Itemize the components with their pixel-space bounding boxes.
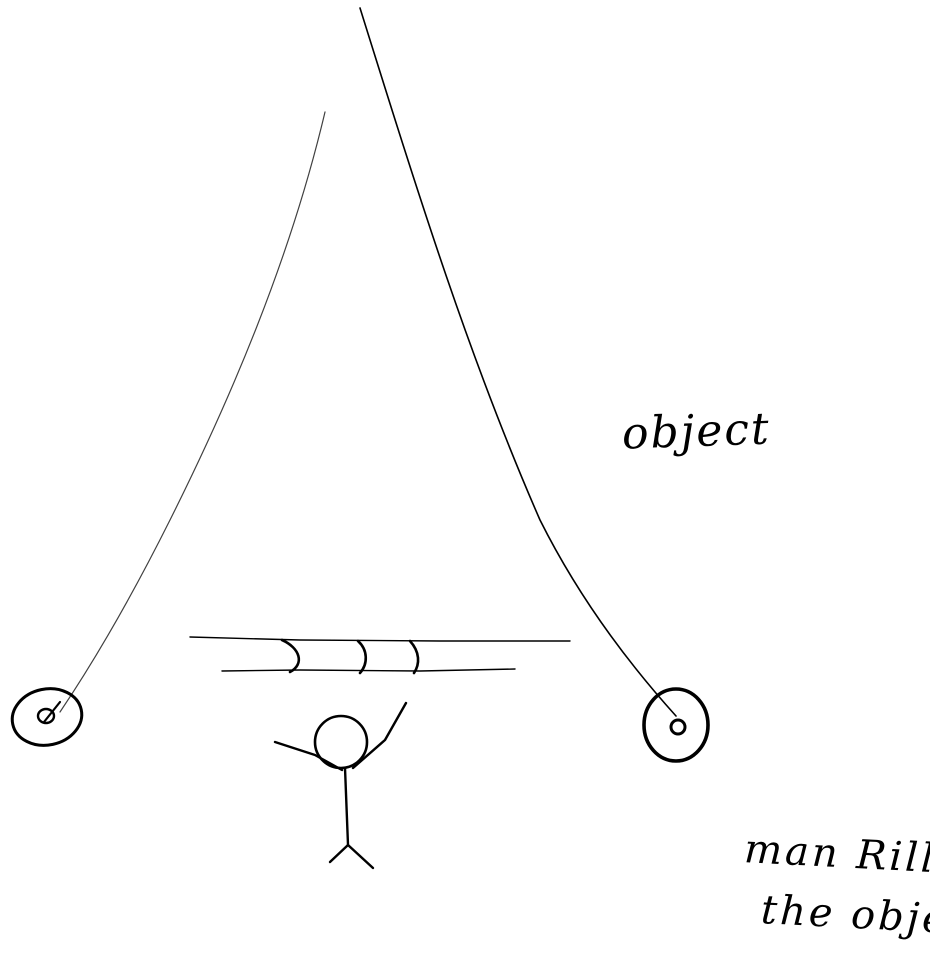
left-pendulum-bob: [7, 682, 87, 751]
right-pendulum-bob: [644, 689, 708, 761]
left-pendulum-rope: [60, 112, 325, 712]
stick-figure-man: [275, 703, 406, 868]
carried-object: [190, 637, 570, 673]
caption: man Rilling the object: [739, 829, 930, 963]
caption-line-2: the object: [760, 890, 930, 943]
caption-line-1: man Rilling: [743, 829, 930, 883]
right-pendulum-rope: [360, 8, 676, 716]
stick-figure-right-leg: [348, 845, 373, 868]
stick-figure-left-leg: [330, 845, 348, 862]
stick-figure-body: [345, 768, 348, 845]
object-label: object: [621, 407, 771, 456]
